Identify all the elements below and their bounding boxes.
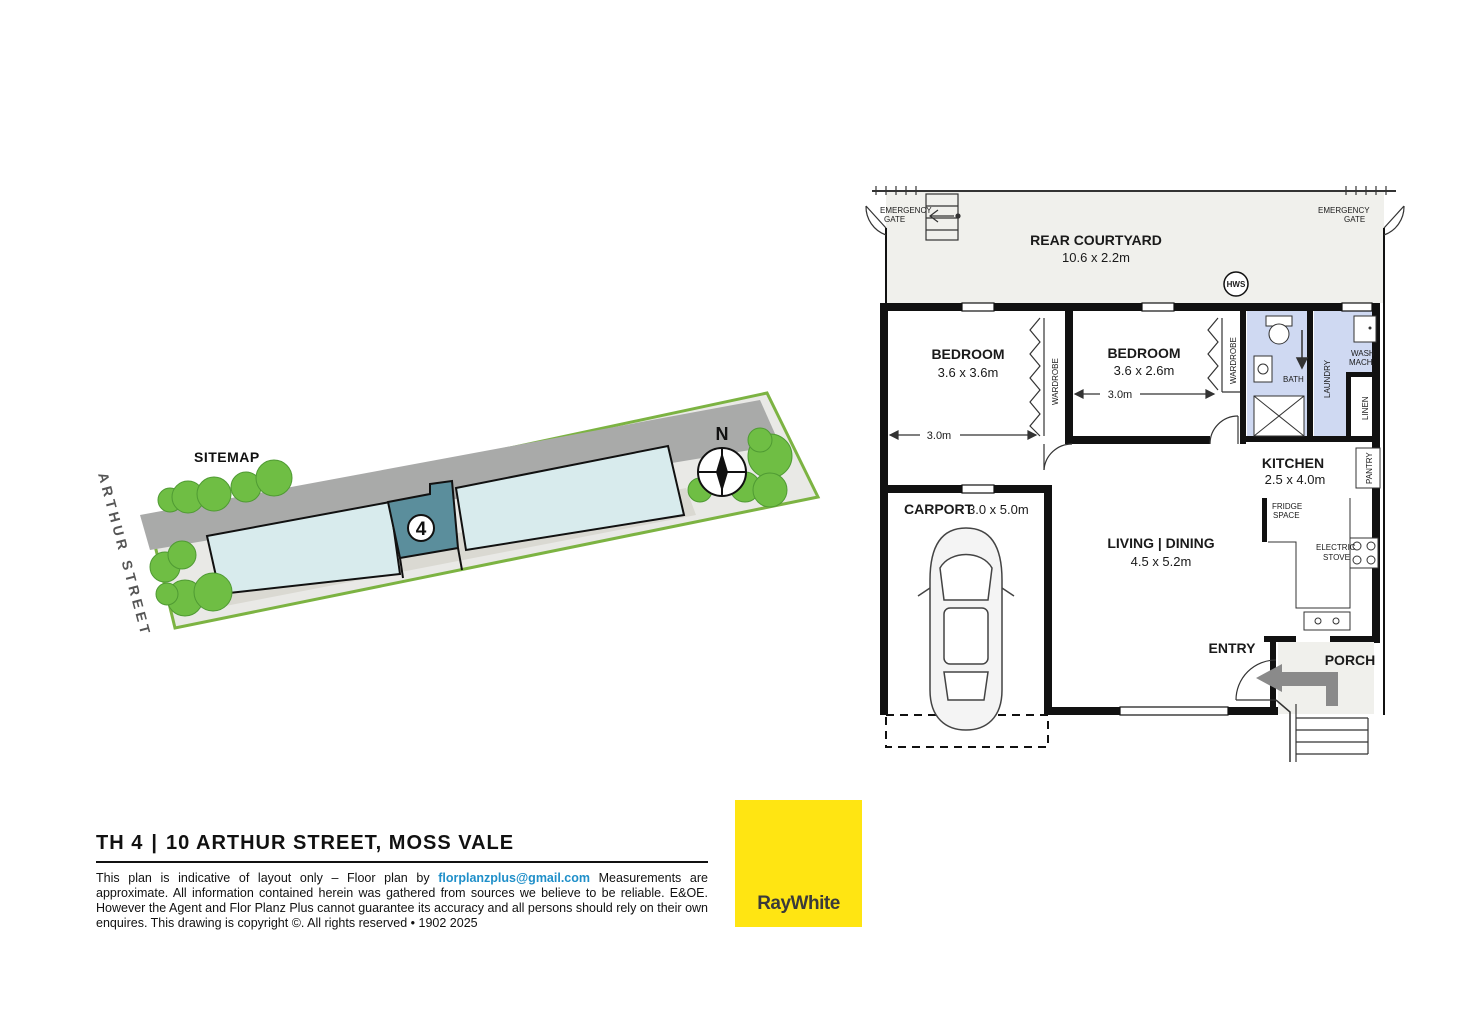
laundry-area [1314,310,1350,442]
electric-stove-line1: ELECTRIC [1316,543,1356,552]
linen-label: LINEN [1361,396,1370,420]
unit-number: 4 [416,519,427,540]
disclaimer-part2: Measurements are approximate. All inform… [96,871,708,930]
pantry-label: PANTRY [1365,452,1374,484]
kitchen-bench [1268,498,1379,631]
dimension-lines [888,389,1216,440]
bedroom2-label: BEDROOM [1107,345,1180,361]
title-separator: | [151,832,158,854]
electric-stove-line2: STOVE [1323,553,1350,562]
sitemap-label: SITEMAP [194,449,260,465]
carport-dims: 3.0 x 5.0m [968,502,1029,517]
wardrobe-label-2: WARDROBE [1229,337,1238,384]
emergency-gate-right-line1: EMERGENCY [1318,206,1370,215]
disclaimer: This plan is indicative of layout only –… [96,871,708,931]
hws-label: HWS [1227,280,1246,289]
emergency-gate-right-line2: GATE [1344,215,1365,224]
disclaimer-part1: This plan is indicative of layout only –… [96,871,439,885]
windows [961,302,1373,716]
wash-machine-line2: MACH. [1349,358,1375,367]
unit-label: TH 4 [96,832,144,854]
hws-icon [1223,271,1249,297]
sitemap-building-right [454,444,686,552]
porch-label: PORCH [1325,652,1376,668]
car-icon [917,527,1015,731]
sitemap-driveway [140,400,780,550]
kitchen-label: KITCHEN [1262,455,1324,471]
kitchen-dims: 2.5 x 4.0m [1265,472,1326,487]
bath-arrow [1295,330,1309,370]
porch-steps [1275,699,1369,762]
bedroom2-dims: 3.6 x 2.6m [1114,363,1175,378]
wardrobe-doors [1029,317,1240,437]
emergency-gate-left-line1: EMERGENCY [880,206,932,215]
rear-courtyard-dims: 10.6 x 2.2m [1062,250,1130,265]
sitemap: 4 N SITEMAP ARTHUR STREET [95,391,821,640]
bedroom2-width: 3.0m [1108,389,1132,401]
carport-label: CARPORT [904,501,974,517]
street-label: ARTHUR STREET [95,471,155,640]
wash-machine-line1: WASH [1351,349,1375,358]
north-arrow-icon [697,447,747,497]
entry-arrow-icon [1256,664,1338,706]
property-title: TH 4 | 10 ARTHUR STREET, MOSS VALE [96,832,708,863]
sitemap-trees [149,427,793,617]
bedroom1-label: BEDROOM [931,346,1004,362]
wardrobe-label-1: WARDROBE [1051,358,1060,405]
fridge-space-line1: FRIDGE [1272,502,1302,511]
emergency-gate-left-line2: GATE [884,215,905,224]
entry-label: ENTRY [1209,640,1257,656]
laundry-label: LAUNDRY [1323,359,1332,398]
title-block: TH 4 | 10 ARTHUR STREET, MOSS VALE This pl… [96,832,708,931]
courtyard-steps [925,193,961,241]
north-label: N [716,424,729,444]
rear-courtyard-label: REAR COURTYARD [1030,232,1162,248]
living-dining-label: LIVING | DINING [1107,535,1214,551]
doors [1043,415,1277,701]
floor-plan: EMERGENCY GATE EMERGENCY GATE REAR COURT… [865,186,1405,762]
bedroom1-width: 3.0m [927,430,951,442]
carport-boundary [885,714,1049,748]
living-dining-dims: 4.5 x 5.2m [1131,554,1192,569]
fridge-space-line2: SPACE [1273,511,1300,520]
bedroom1-dims: 3.6 x 3.6m [938,365,999,380]
unit-number-badge [407,514,435,542]
email-link[interactable]: florplanzplus@gmail.com [438,871,591,885]
rear-courtyard [886,192,1384,303]
bath-label: BATH [1283,375,1304,384]
raywhite-logo: RayWhite [735,800,862,927]
address-label: 10 ARTHUR STREET, MOSS VALE [165,832,515,854]
bath-fixtures [1253,315,1377,437]
logo-text: RayWhite [757,893,840,914]
